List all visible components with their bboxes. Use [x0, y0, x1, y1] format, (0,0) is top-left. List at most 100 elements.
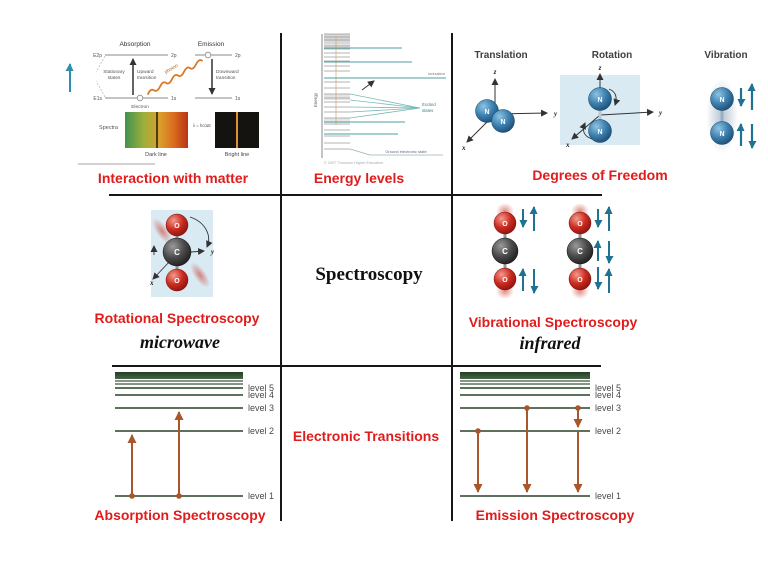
oxygen-atom-icon	[493, 267, 517, 291]
y-axis-label: y	[210, 248, 215, 256]
spectra-strips: Spectra Dark line λ = hc/ΔE Bright line	[78, 112, 259, 165]
svg-text:N: N	[597, 97, 602, 104]
emission-levels-figure: level 5 level 4 level 3 level 2 level 1	[460, 372, 621, 501]
excited-states-label: Excited	[422, 102, 436, 107]
electron-icon	[136, 94, 144, 102]
absorption-level-diagram: E2p 2p E1s 1s Stationary states Upward t…	[93, 53, 177, 110]
svg-text:N: N	[597, 129, 602, 136]
energy-axis: Energy	[313, 34, 323, 158]
caption-energy-levels: Energy levels	[313, 170, 405, 186]
motion-blur	[190, 262, 210, 288]
vibration-arrows	[518, 206, 539, 294]
svg-text:Upward: Upward	[137, 69, 154, 75]
ground-state: Ground electronic state	[349, 148, 443, 156]
vibration-arrows	[736, 83, 757, 149]
rotational-molecule-figure: x y O C O	[149, 210, 215, 297]
svg-text:N: N	[719, 97, 724, 104]
svg-text:x: x	[565, 141, 570, 149]
level-lines	[460, 387, 590, 497]
svg-text:O: O	[577, 277, 583, 284]
absorption-label: Absorption	[119, 41, 150, 48]
svg-text:x: x	[461, 144, 466, 152]
carbon-atom-icon	[566, 237, 594, 265]
svg-text:states: states	[108, 75, 121, 81]
svg-text:Ground electronic state: Ground electronic state	[385, 149, 427, 154]
x-axis-label: x	[149, 279, 154, 287]
caption-electronic-transitions: Electronic Transitions	[292, 428, 440, 444]
absorption-levels-figure: level 5 level 4 level 3 level 2 level 1	[115, 372, 274, 501]
svg-text:Energy: Energy	[313, 92, 318, 107]
svg-text:transition: transition	[137, 75, 157, 81]
svg-text:E2p: E2p	[93, 53, 102, 59]
svg-text:Dark line: Dark line	[145, 152, 167, 158]
bright-line-icon	[236, 112, 238, 148]
caption-vibrational: Vibrational Spectroscopy	[468, 314, 638, 330]
oxygen-atom-icon	[165, 268, 189, 292]
continuum-band	[460, 372, 590, 379]
figure-credit: © 2007 Thomson Higher Education	[324, 161, 383, 165]
rotation-group: z y x N N	[560, 64, 663, 149]
carbon-atom-icon	[491, 237, 519, 265]
grid-line-vertical-2	[451, 33, 453, 521]
excited-states-fan	[349, 93, 421, 119]
svg-text:y: y	[658, 109, 663, 117]
svg-text:C: C	[577, 247, 583, 256]
energy-levels-figure: Energy ioniz	[313, 33, 446, 165]
caption-absorption: Absorption Spectroscopy	[94, 507, 266, 523]
vibrational-molecules-figure: O C O O C O	[491, 203, 614, 299]
svg-text:Spectra: Spectra	[99, 125, 119, 131]
co2-molecule-1: O C O	[491, 203, 539, 299]
rotation-arc-icon	[579, 122, 593, 140]
ionization-label: ionization	[428, 71, 445, 76]
photon-wave-icon	[147, 59, 203, 95]
nitrogen-atom-icon	[491, 109, 515, 133]
translation-group: z y x N N	[461, 68, 558, 152]
caption-rotational: Rotational Spectroscopy	[94, 310, 260, 326]
rotation-label: Rotation	[592, 50, 633, 61]
rotation-arc-icon	[189, 216, 213, 248]
svg-text:O: O	[174, 278, 180, 285]
oxygen-atom-icon	[493, 211, 517, 235]
caption-interaction: Interaction with matter	[97, 170, 249, 186]
svg-text:level 2: level 2	[595, 426, 621, 436]
vibration-arrows	[593, 206, 614, 293]
oxygen-atom-icon	[165, 213, 189, 237]
svg-text:2p: 2p	[235, 53, 241, 59]
svg-text:Stationary: Stationary	[103, 69, 125, 75]
grid-line-horizontal-2	[112, 365, 601, 367]
x-axis-arrow-icon	[152, 259, 172, 280]
svg-text:E1s: E1s	[93, 96, 102, 102]
degrees-of-freedom-figure: Translation Rotation Vibration z y x N N…	[461, 50, 757, 154]
svg-text:level 2: level 2	[248, 426, 274, 436]
caption-degrees-of-freedom: Degrees of Freedom	[532, 167, 668, 183]
vibration-label: Vibration	[704, 50, 747, 61]
vibration-group: N N	[706, 78, 757, 154]
svg-text:O: O	[577, 221, 583, 228]
nitrogen-atom-icon	[710, 121, 734, 145]
rotation-arc-icon	[608, 88, 621, 106]
svg-text:level 4: level 4	[248, 390, 274, 400]
continuum-band	[115, 372, 243, 379]
svg-text:y: y	[553, 110, 558, 118]
grid-line-vertical-1	[280, 33, 282, 521]
svg-text:2p: 2p	[171, 53, 177, 59]
subcaption-infrared: infrared	[519, 333, 581, 353]
svg-text:level 5: level 5	[248, 383, 274, 393]
dark-line-icon	[156, 112, 158, 148]
svg-text:O: O	[502, 221, 508, 228]
transition-arrow-icon	[361, 80, 375, 91]
interaction-figure: Absorption Emission E2p 2p E1s 1s Statio…	[65, 41, 259, 165]
svg-text:N: N	[484, 109, 489, 116]
svg-text:Bright line: Bright line	[225, 152, 249, 158]
co2-molecule-2: O C O	[566, 203, 614, 299]
nitrogen-atom-icon	[588, 119, 612, 143]
svg-text:O: O	[502, 277, 508, 284]
emission-arrows	[473, 405, 583, 493]
y-axis-arrow-icon	[190, 247, 205, 255]
svg-text:N: N	[719, 131, 724, 138]
svg-text:transition: transition	[216, 75, 236, 81]
svg-text:C: C	[174, 248, 180, 257]
svg-text:O: O	[174, 223, 180, 230]
svg-text:states: states	[422, 108, 433, 113]
